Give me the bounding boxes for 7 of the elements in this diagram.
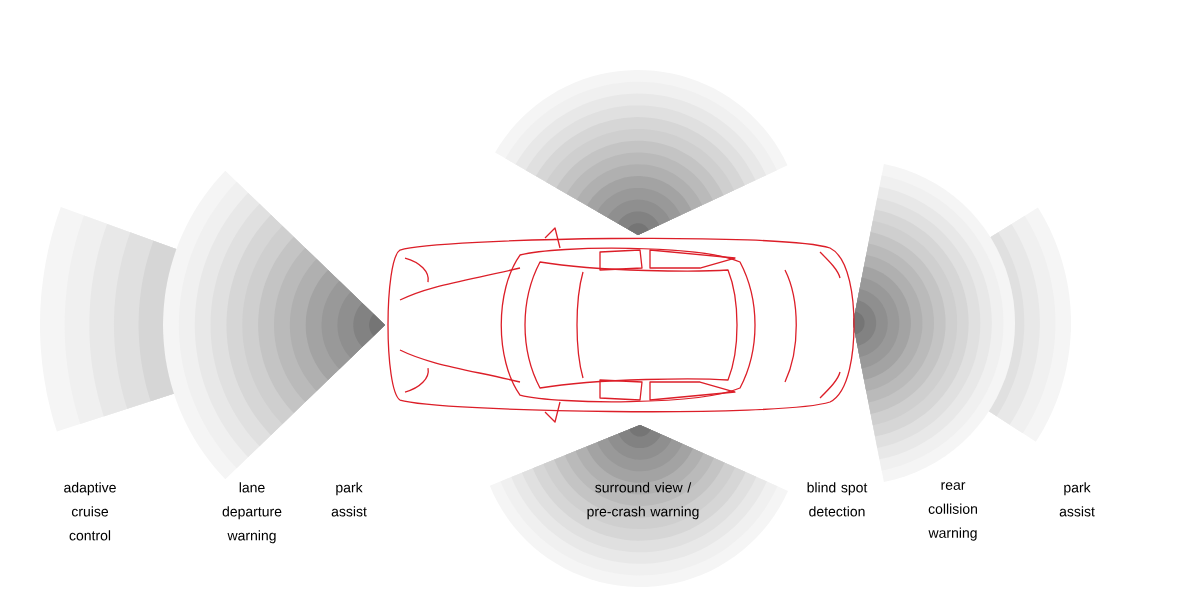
feature-label: rear collision warning	[928, 482, 977, 541]
feature-label: adaptive cruise control	[64, 482, 116, 541]
feature-label: park assist	[1059, 482, 1095, 517]
feature-label: blind spot detection	[807, 482, 868, 517]
feature-label: lane departure warning	[222, 482, 282, 544]
feature-label: surround view / pre-crash warning	[587, 482, 699, 520]
feature-label: park assist	[331, 482, 367, 517]
